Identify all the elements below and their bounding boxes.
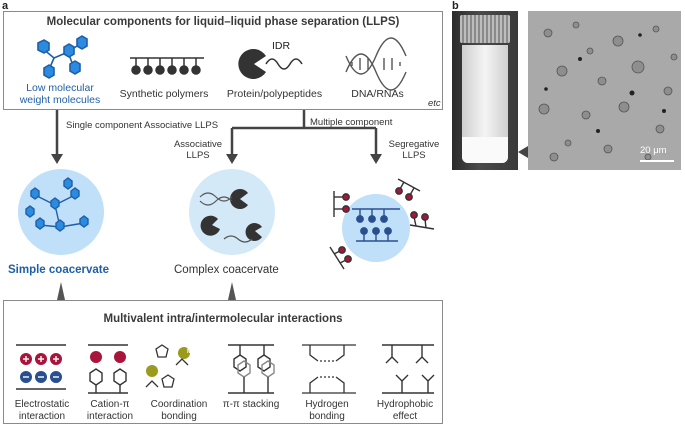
component-label-proteins: Protein/polypeptides [226,88,323,100]
vial-photo [452,11,518,170]
pi-pi-stacking-icon [228,344,275,394]
vial-body [462,45,508,163]
synthetic-polymer-icon [130,57,204,75]
interaction-label-electrostatic: Electrostatic interaction [14,399,70,422]
components-box: Molecular components for liquid–liquid p… [3,11,443,110]
coordination-icon [145,344,190,388]
cation-pi-icon [88,344,128,394]
idr-label: IDR [272,40,291,52]
route-associative-label: Associative LLPS [173,139,223,161]
component-label-small-molecules: Low molecular weight molecules [19,82,101,106]
simple-coacervate-label: Simple coacervate [8,264,110,276]
segregative-droplet [329,178,435,270]
electrostatic-icon [16,344,66,390]
droplet-field [538,21,678,162]
interaction-label-pi-pi: π-π stacking [222,399,280,410]
route-multiple-label: Multiple component [310,117,393,128]
interaction-label-hydrogen: Hydrogen bonding [305,399,349,422]
interactions-title: Multivalent intra/intermolecular interac… [103,313,343,325]
panel-a-letter: a [2,0,9,12]
metal-ion-label: M+ [187,349,196,355]
interaction-label-coordination: Coordination bonding [150,399,208,422]
component-label-nucleic-acids: DNA/RNAs [351,88,404,100]
interaction-label-cation-pi: Cation-π interaction [86,399,134,422]
route-segregative-label: Segregative LLPS [388,139,440,161]
hydrogen-bonding-icon [302,344,356,394]
callout-pointers [57,282,236,300]
scale-bar-label: 20 μm [640,145,667,156]
route-arrows [51,110,382,164]
route-single-label: Single component Associative LLPS [66,120,219,131]
components-title: Molecular components for liquid–liquid p… [46,16,400,28]
protein-icon [238,49,303,79]
complex-coacervate-droplet [189,169,275,255]
vial-cap [460,15,510,43]
component-label-synthetic-polymers: Synthetic polymers [119,88,209,100]
panel-b-letter: b [452,0,459,12]
complex-coacervate-label: Complex coacervate [174,264,279,276]
interaction-label-hydrophobic: Hydrophobic effect [376,399,434,422]
magnify-pointer [518,146,528,158]
dna-icon [345,37,407,91]
etc-label: etc [428,98,441,109]
micrograph: 20 μm [528,11,681,170]
interaction-icons [16,344,435,394]
component-icons [37,35,407,91]
vial-liquid [462,137,508,163]
droplet-illustrations [18,169,435,270]
interactions-box: Multivalent intra/intermolecular interac… [3,300,443,424]
small-molecule-icon [37,35,88,79]
hydrophobic-icon [382,344,435,394]
simple-coacervate-droplet [18,169,104,255]
